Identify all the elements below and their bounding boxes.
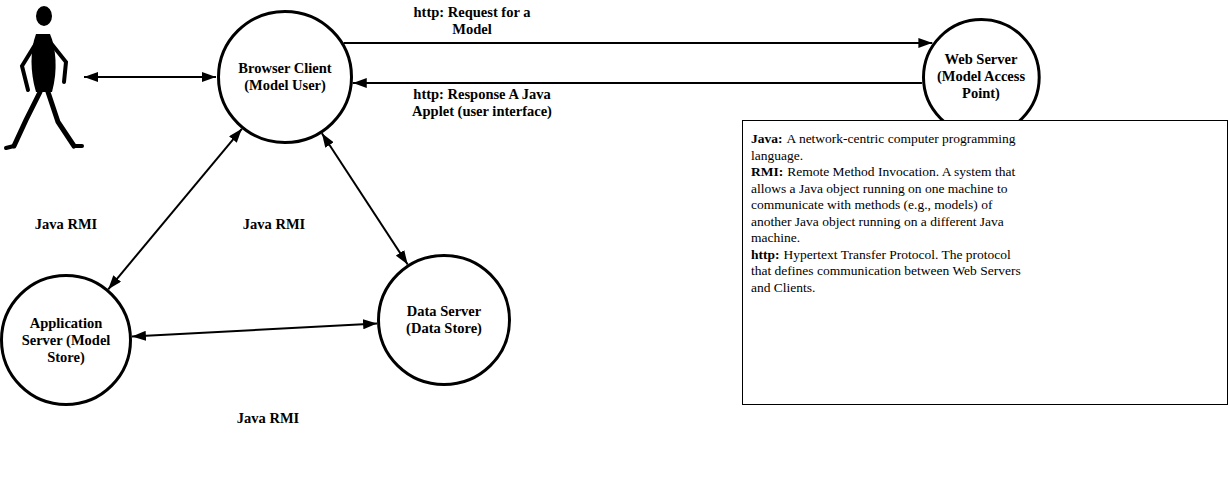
edge-label: Java RMI [14,216,118,233]
stick-figure [6,6,82,148]
node-label: Web Server (Model Access Point) [933,51,1029,102]
node-text: Browser Client (Model User) [230,60,340,94]
glossary-definition: A network-centric computer programming l… [751,131,1016,163]
connector-arrow [353,82,922,84]
glossary-term: http: [751,247,780,262]
node-label: Browser Client (Model User) [230,60,340,94]
edge-label: http: Request for a Model [395,4,549,38]
node-text: Data Server (Data Store) [392,303,496,337]
server-circle: Application Server (Model Store) [0,274,132,406]
circle-outline [923,19,1039,135]
connector-arrow [132,324,377,337]
glossary-definition: Hypertext Transfer Protocol. The protoco… [751,247,1021,295]
user-link-arrow [84,76,216,78]
connector-arrow [322,133,408,264]
edge-label: Java RMI [222,216,326,233]
glossary-entry: http:Hypertext Transfer Protocol. The pr… [751,247,1023,297]
circle-outline [2,276,131,405]
glossary-text: Java:A network-centric computer programm… [751,131,1023,296]
connector-arrow [344,42,933,44]
glossary-term: Java: [751,131,783,146]
node-text: Web Server (Model Access Point) [933,51,1029,102]
node-text: Application Server (Model Store) [14,315,118,366]
glossary-term: RMI: [751,164,783,179]
node-label: Application Server (Model Store) [14,315,118,366]
edge-label: Java RMI [216,410,320,427]
glossary-entry: RMI:Remote Method Invocation. A system t… [751,164,1023,247]
glossary-entry: Java:A network-centric computer programm… [751,131,1023,164]
glossary-box: Java:A network-centric computer programm… [742,120,1228,405]
node-label: Data Server (Data Store) [392,303,496,337]
edge-label: http: Response A Java Applet (user inter… [395,86,569,120]
glossary-definition: Remote Method Invocation. A system that … [751,164,1015,245]
circle-outline [219,12,352,143]
server-circle: Data Server (Data Store) [377,254,511,386]
connector-arrow [108,129,242,289]
server-circle: Web Server (Model Access Point) [922,18,1041,137]
client-circle: Browser Client (Model User) [217,10,353,144]
circle-outline [379,256,510,385]
